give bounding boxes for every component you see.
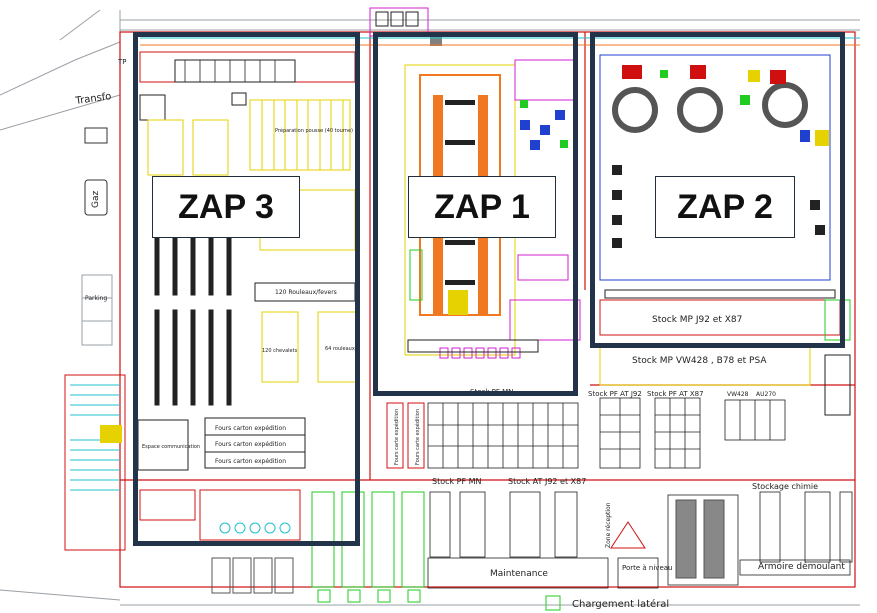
building-outline bbox=[0, 9, 860, 606]
chevalets-label: 120 chevalets bbox=[262, 348, 298, 354]
gaz-label: Gaz bbox=[91, 191, 101, 208]
fours-carte-label-2: Fours carte expédition bbox=[414, 409, 421, 465]
rouleaux-label: 120 Rouleaux/fevers bbox=[275, 289, 337, 296]
stock-at-j92-label: Stock AT J92 et X87 bbox=[508, 477, 586, 486]
espace-communication-label: Espace communication bbox=[142, 444, 200, 450]
rouleaux-64-label: 64 rouleaux bbox=[325, 346, 355, 352]
tp-label: TP bbox=[117, 58, 127, 66]
au270-label: AU270 bbox=[756, 391, 776, 398]
stock-pf-mn-label: Stock PF MN bbox=[432, 477, 482, 486]
zap3-zone-frame[interactable] bbox=[133, 32, 360, 546]
stock-pf-at-x87-label: Stock PF AT X87 bbox=[647, 390, 704, 398]
trucks bbox=[675, 499, 725, 579]
zap2-zone-frame[interactable] bbox=[590, 32, 845, 348]
lower-storage bbox=[427, 397, 853, 589]
stock-mp-vw-label: Stock MP VW428 , B78 et PSA bbox=[632, 356, 767, 366]
zap2-area-drawing bbox=[599, 54, 851, 416]
reception-triangle bbox=[610, 521, 646, 549]
green-loading-bays bbox=[311, 491, 561, 611]
zone-reception-label: Zone réception bbox=[605, 502, 612, 548]
zap1-label: ZAP 1 bbox=[408, 176, 556, 238]
zap3-label: ZAP 3 bbox=[152, 176, 300, 238]
stock-mp-j92-label: Stock MP J92 et X87 bbox=[652, 315, 742, 325]
fours-carton-label-2: Fours carton expédition bbox=[215, 441, 286, 448]
bottom-left-docks bbox=[211, 557, 294, 594]
fours-carte-label-1: Fours carte expédition bbox=[393, 409, 400, 465]
zap1-zone-frame[interactable] bbox=[373, 32, 578, 396]
fours-carton-label-3: Fours carton expédition bbox=[215, 458, 286, 465]
zap2-label: ZAP 2 bbox=[655, 176, 795, 238]
vertical-labels-boxes bbox=[386, 402, 425, 469]
fours-carton-label-1: Fours carton expédition bbox=[215, 425, 286, 432]
left-wing bbox=[64, 127, 126, 551]
stockage-chimie-label: Stockage chimie bbox=[752, 482, 818, 491]
parking-label: Parking bbox=[85, 295, 107, 302]
porte-a-niveau-label: Porte à niveau bbox=[622, 564, 672, 572]
chargement-lateral-label: Chargement latéral bbox=[572, 598, 669, 610]
stock-pf-at-j92-label: Stock PF AT J92 bbox=[588, 390, 642, 398]
armoire-demoulant-label: Armoire démoulant bbox=[758, 561, 845, 572]
vw428-label: VW428 bbox=[727, 391, 749, 398]
maintenance-label: Maintenance bbox=[490, 569, 548, 579]
preparation-label: Préparation pousse (40 tourne) bbox=[275, 127, 353, 134]
transfo-label: Transfo bbox=[74, 91, 112, 107]
